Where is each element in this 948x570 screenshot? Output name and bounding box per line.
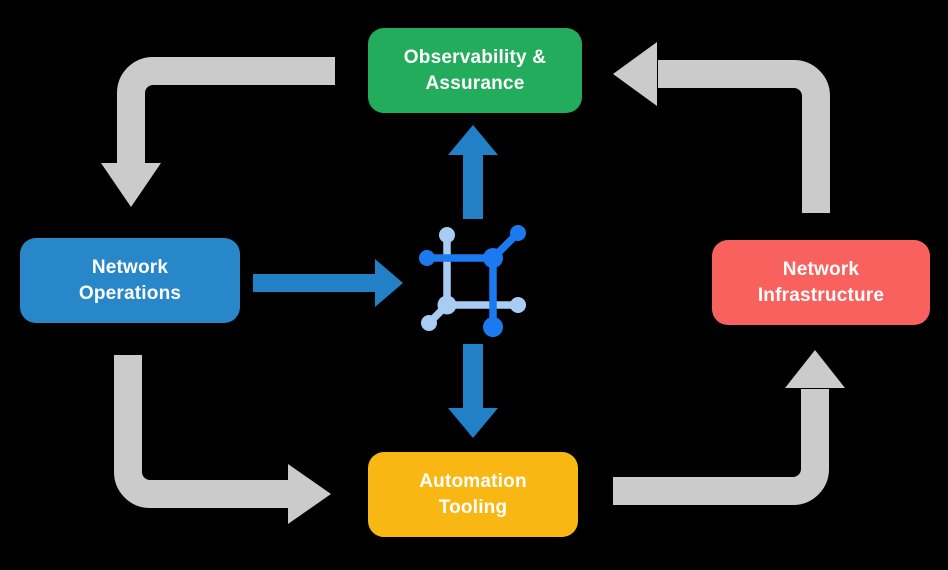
arrow-operations-to-automation [114,355,331,524]
icon-node-dot [421,315,437,331]
icon-node-dot [483,317,503,337]
icon-node-dot [483,248,503,268]
arrow-shaft [658,60,830,213]
arrow-center-to-observability-icon [448,125,498,219]
arrow-head-left-icon [613,42,657,106]
arrow-shaft [117,57,335,165]
arrow-center-to-automation-icon [448,344,498,438]
icon-node-dot [419,250,435,266]
arrow-automation-to-infrastructure [613,350,845,505]
arrow-head-right-icon [288,464,331,524]
icon-node-dot [439,227,455,243]
arrow-head-up-icon [785,350,845,388]
node-network-infrastructure: Network Infrastructure [712,240,930,325]
arrow-shaft [114,355,289,508]
arrow-observability-to-operations [101,57,335,207]
icon-node-dot [437,295,457,315]
arrow-shaft [613,389,829,505]
node-automation-tooling: Automation Tooling [368,452,578,537]
node-network-operations: Network Operations [20,238,240,323]
icon-node-dot [510,297,526,313]
network-platform-icon [419,225,526,337]
icon-node-dot [510,225,526,241]
node-observability-assurance: Observability & Assurance [368,28,582,113]
arrow-operations-to-center-icon [253,259,403,307]
arrow-infrastructure-to-observability [613,42,830,213]
arrow-head-down-icon [101,163,161,207]
